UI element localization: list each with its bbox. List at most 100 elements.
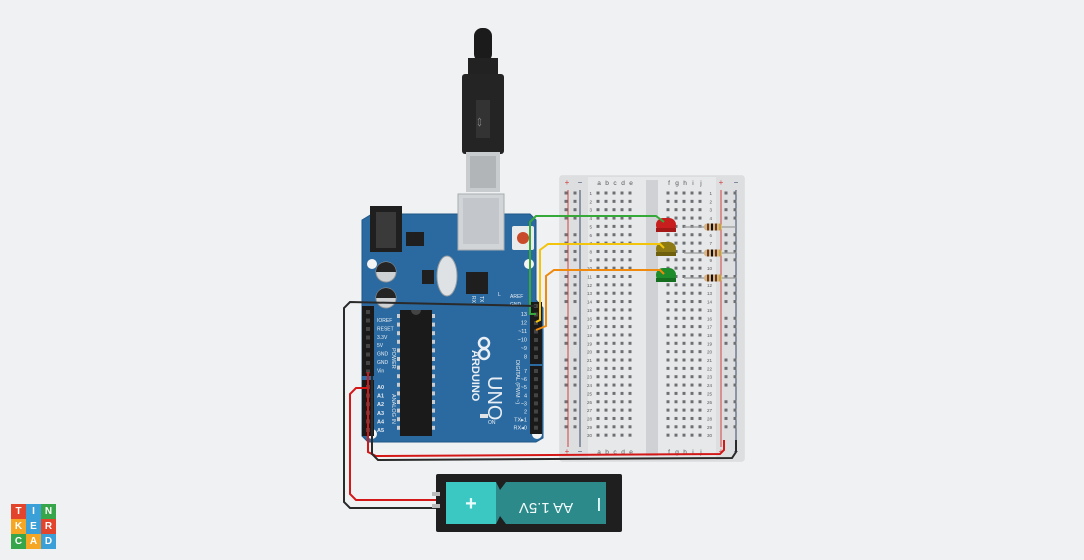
breadboard-hole[interactable] xyxy=(604,291,608,295)
breadboard-hole[interactable] xyxy=(674,358,678,362)
breadboard-hole[interactable] xyxy=(666,325,670,329)
breadboard-hole[interactable] xyxy=(674,383,678,387)
rail-hole[interactable] xyxy=(564,333,568,337)
breadboard-hole[interactable] xyxy=(604,400,608,404)
breadboard-hole[interactable] xyxy=(596,325,600,329)
breadboard-hole[interactable] xyxy=(604,199,608,203)
breadboard-hole[interactable] xyxy=(674,425,678,429)
rail-hole[interactable] xyxy=(573,383,577,387)
header-pin-hole[interactable] xyxy=(366,318,370,323)
rail-hole[interactable] xyxy=(564,383,568,387)
rail-hole[interactable] xyxy=(564,358,568,362)
breadboard-hole[interactable] xyxy=(596,300,600,304)
breadboard-hole[interactable] xyxy=(698,216,702,220)
breadboard-hole[interactable] xyxy=(682,216,686,220)
rail-hole[interactable] xyxy=(733,325,737,329)
rail-hole[interactable] xyxy=(564,258,568,262)
rail-hole[interactable] xyxy=(564,366,568,370)
breadboard-hole[interactable] xyxy=(690,416,694,420)
breadboard-hole[interactable] xyxy=(628,300,632,304)
breadboard-hole[interactable] xyxy=(682,350,686,354)
breadboard-hole[interactable] xyxy=(612,300,616,304)
breadboard-hole[interactable] xyxy=(690,333,694,337)
breadboard-hole[interactable] xyxy=(628,249,632,253)
breadboard-hole[interactable] xyxy=(698,375,702,379)
breadboard-hole[interactable] xyxy=(682,408,686,412)
rail-hole[interactable] xyxy=(733,283,737,287)
breadboard-hole[interactable] xyxy=(698,258,702,262)
breadboard-hole[interactable] xyxy=(682,191,686,195)
rail-hole[interactable] xyxy=(564,199,568,203)
breadboard-hole[interactable] xyxy=(698,341,702,345)
breadboard-hole[interactable] xyxy=(596,433,600,437)
rail-hole[interactable] xyxy=(733,233,737,237)
breadboard-hole[interactable] xyxy=(620,224,624,228)
breadboard-hole[interactable] xyxy=(698,283,702,287)
breadboard-hole[interactable] xyxy=(674,191,678,195)
rail-hole[interactable] xyxy=(724,258,728,262)
breadboard-hole[interactable] xyxy=(604,224,608,228)
breadboard-hole[interactable] xyxy=(620,375,624,379)
breadboard-hole[interactable] xyxy=(612,375,616,379)
rail-hole[interactable] xyxy=(564,216,568,220)
rail-hole[interactable] xyxy=(733,316,737,320)
rail-hole[interactable] xyxy=(724,408,728,412)
rail-hole[interactable] xyxy=(573,425,577,429)
breadboard-hole[interactable] xyxy=(620,249,624,253)
rail-hole[interactable] xyxy=(724,316,728,320)
rail-hole[interactable] xyxy=(733,275,737,278)
breadboard-hole[interactable] xyxy=(698,300,702,304)
header-pin-hole[interactable] xyxy=(534,417,538,422)
breadboard-hole[interactable] xyxy=(604,258,608,262)
breadboard-hole[interactable] xyxy=(698,291,702,295)
rail-hole[interactable] xyxy=(724,291,728,295)
breadboard-hole[interactable] xyxy=(682,333,686,337)
breadboard-hole[interactable] xyxy=(666,308,670,312)
breadboard-hole[interactable] xyxy=(674,291,678,295)
rail-hole[interactable] xyxy=(724,191,728,195)
breadboard-hole[interactable] xyxy=(690,325,694,329)
breadboard-hole[interactable] xyxy=(682,208,686,212)
breadboard-hole[interactable] xyxy=(690,341,694,345)
header-pin-hole[interactable] xyxy=(366,361,370,365)
breadboard-hole[interactable] xyxy=(628,191,632,195)
rail-hole[interactable] xyxy=(564,425,568,429)
breadboard-hole[interactable] xyxy=(682,258,686,262)
breadboard-hole[interactable] xyxy=(628,416,632,420)
breadboard-hole[interactable] xyxy=(674,208,678,212)
rail-hole[interactable] xyxy=(724,400,728,404)
breadboard-hole[interactable] xyxy=(620,341,624,345)
breadboard-holes[interactable] xyxy=(564,191,737,437)
rail-hole[interactable] xyxy=(573,275,577,278)
rail-hole[interactable] xyxy=(564,408,568,412)
rail-hole[interactable] xyxy=(573,316,577,320)
breadboard-hole[interactable] xyxy=(628,358,632,362)
breadboard-hole[interactable] xyxy=(698,408,702,412)
breadboard-hole[interactable] xyxy=(666,300,670,304)
rail-hole[interactable] xyxy=(724,208,728,212)
breadboard-hole[interactable] xyxy=(620,300,624,304)
breadboard-hole[interactable] xyxy=(690,316,694,320)
breadboard-hole[interactable] xyxy=(604,341,608,345)
rail-hole[interactable] xyxy=(724,341,728,345)
breadboard-hole[interactable] xyxy=(674,408,678,412)
rail-hole[interactable] xyxy=(573,333,577,337)
breadboard-hole[interactable] xyxy=(604,433,608,437)
breadboard-hole[interactable] xyxy=(674,308,678,312)
breadboard-hole[interactable] xyxy=(666,341,670,345)
breadboard-hole[interactable] xyxy=(666,400,670,404)
rail-hole[interactable] xyxy=(724,416,728,420)
breadboard-hole[interactable] xyxy=(690,383,694,387)
breadboard-hole[interactable] xyxy=(674,416,678,420)
breadboard-hole[interactable] xyxy=(698,233,702,237)
breadboard-hole[interactable] xyxy=(690,366,694,370)
breadboard-hole[interactable] xyxy=(666,408,670,412)
breadboard-hole[interactable] xyxy=(674,350,678,354)
breadboard-hole[interactable] xyxy=(628,408,632,412)
breadboard-hole[interactable] xyxy=(620,266,624,270)
rail-hole[interactable] xyxy=(564,416,568,420)
rail-hole[interactable] xyxy=(733,408,737,412)
breadboard-hole[interactable] xyxy=(690,358,694,362)
breadboard-hole[interactable] xyxy=(612,191,616,195)
rail-hole[interactable] xyxy=(724,233,728,237)
